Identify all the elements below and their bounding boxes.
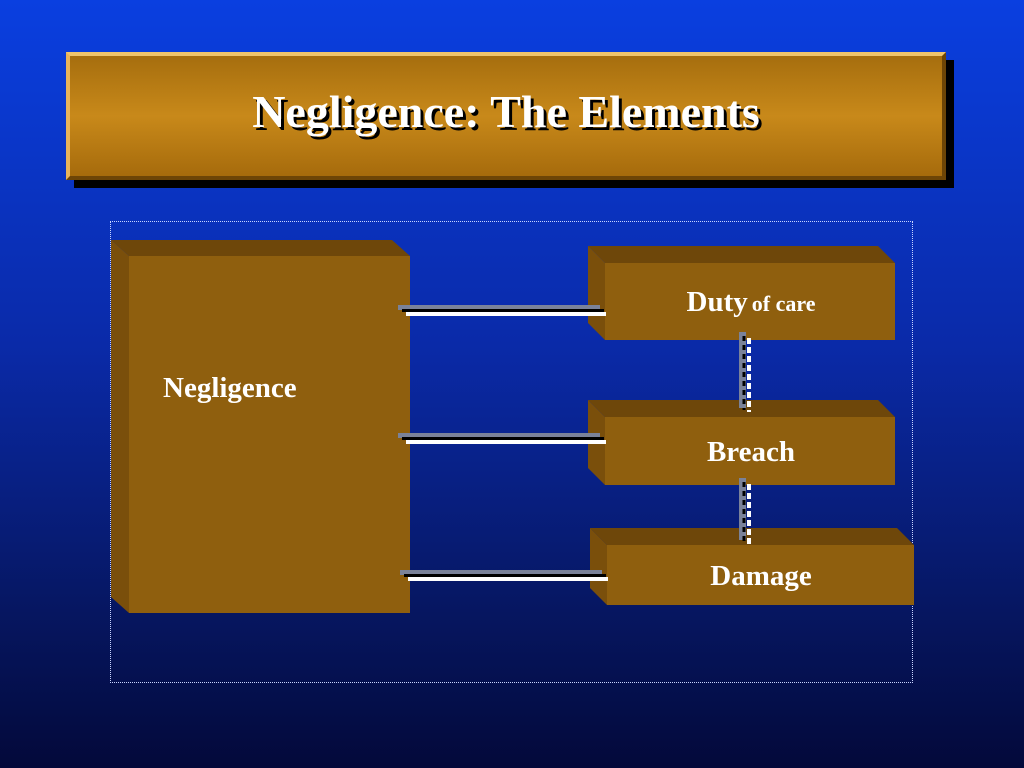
duty-main-text: Duty: [686, 286, 748, 318]
vertical-connector-breach-damage: [739, 478, 751, 544]
diagram-frame: [110, 221, 913, 683]
negligence-label: Negligence: [163, 372, 297, 404]
breach-label: Breach: [706, 436, 796, 468]
connector-duty: [398, 305, 606, 316]
duty-label: Duty of care: [606, 286, 896, 319]
damage-label: Damage: [710, 560, 812, 592]
connector-breach: [398, 433, 606, 444]
duty-box: [588, 246, 895, 340]
damage-box: [590, 528, 914, 605]
connector-damage: [400, 570, 608, 581]
slide-title: Negligence: The Elements: [252, 85, 760, 137]
vertical-connector-duty-breach: [739, 332, 751, 412]
breach-box: [588, 400, 895, 485]
title-banner: Negligence: The Elements: [66, 52, 946, 180]
negligence-box: [111, 240, 410, 613]
duty-sub-text: of care: [751, 291, 816, 316]
